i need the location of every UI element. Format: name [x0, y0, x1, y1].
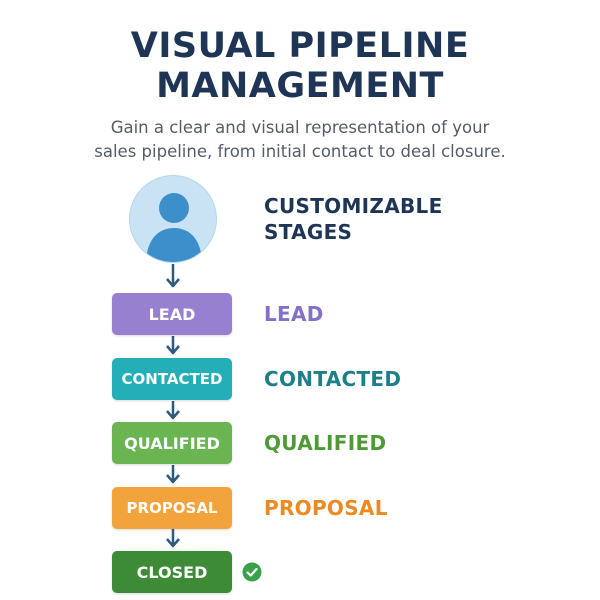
- arrow-down-icon: [166, 401, 180, 420]
- page-subtitle: Gain a clear and visual representation o…: [60, 116, 540, 164]
- stage-label-proposal: PROPOSAL: [264, 496, 388, 520]
- stage-box-text: PROPOSAL: [126, 499, 218, 517]
- stage-box-text: QUALIFIED: [124, 433, 220, 453]
- subtitle-line-2: sales pipeline, from initial contact to …: [94, 142, 506, 161]
- stage-label-contacted: CONTACTED: [264, 367, 402, 391]
- stage-box-text: CONTACTED: [121, 370, 223, 388]
- user-icon: [146, 193, 202, 262]
- check-circle-icon: [242, 562, 262, 582]
- avatar: [129, 175, 217, 263]
- stage-box-proposal: PROPOSAL: [112, 487, 232, 529]
- title-line-2: MANAGEMENT: [156, 66, 444, 106]
- customizable-stages-heading: CUSTOMIZABLE STAGES: [264, 193, 443, 245]
- subtitle-line-1: Gain a clear and visual representation o…: [110, 118, 490, 137]
- stage-label-lead: LEAD: [264, 302, 324, 326]
- arrow-down-icon: [166, 336, 180, 355]
- stage-box-lead: LEAD: [112, 293, 232, 335]
- stage-box-text: CLOSED: [136, 562, 208, 582]
- arrow-down-icon: [166, 529, 180, 548]
- side-heading-line-1: CUSTOMIZABLE: [264, 194, 443, 218]
- stage-label-qualified: QUALIFIED: [264, 431, 387, 455]
- stage-box-closed: CLOSED: [112, 551, 232, 593]
- arrow-down-icon: [166, 465, 180, 484]
- title-line-1: VISUAL PIPELINE: [130, 26, 470, 66]
- stage-box-qualified: QUALIFIED: [112, 422, 232, 464]
- stage-box-contacted: CONTACTED: [112, 358, 232, 400]
- stage-box-text: LEAD: [148, 304, 196, 324]
- page-title: VISUAL PIPELINE MANAGEMENT: [0, 26, 600, 106]
- arrow-down-icon: [166, 264, 180, 288]
- side-heading-line-2: STAGES: [264, 220, 353, 244]
